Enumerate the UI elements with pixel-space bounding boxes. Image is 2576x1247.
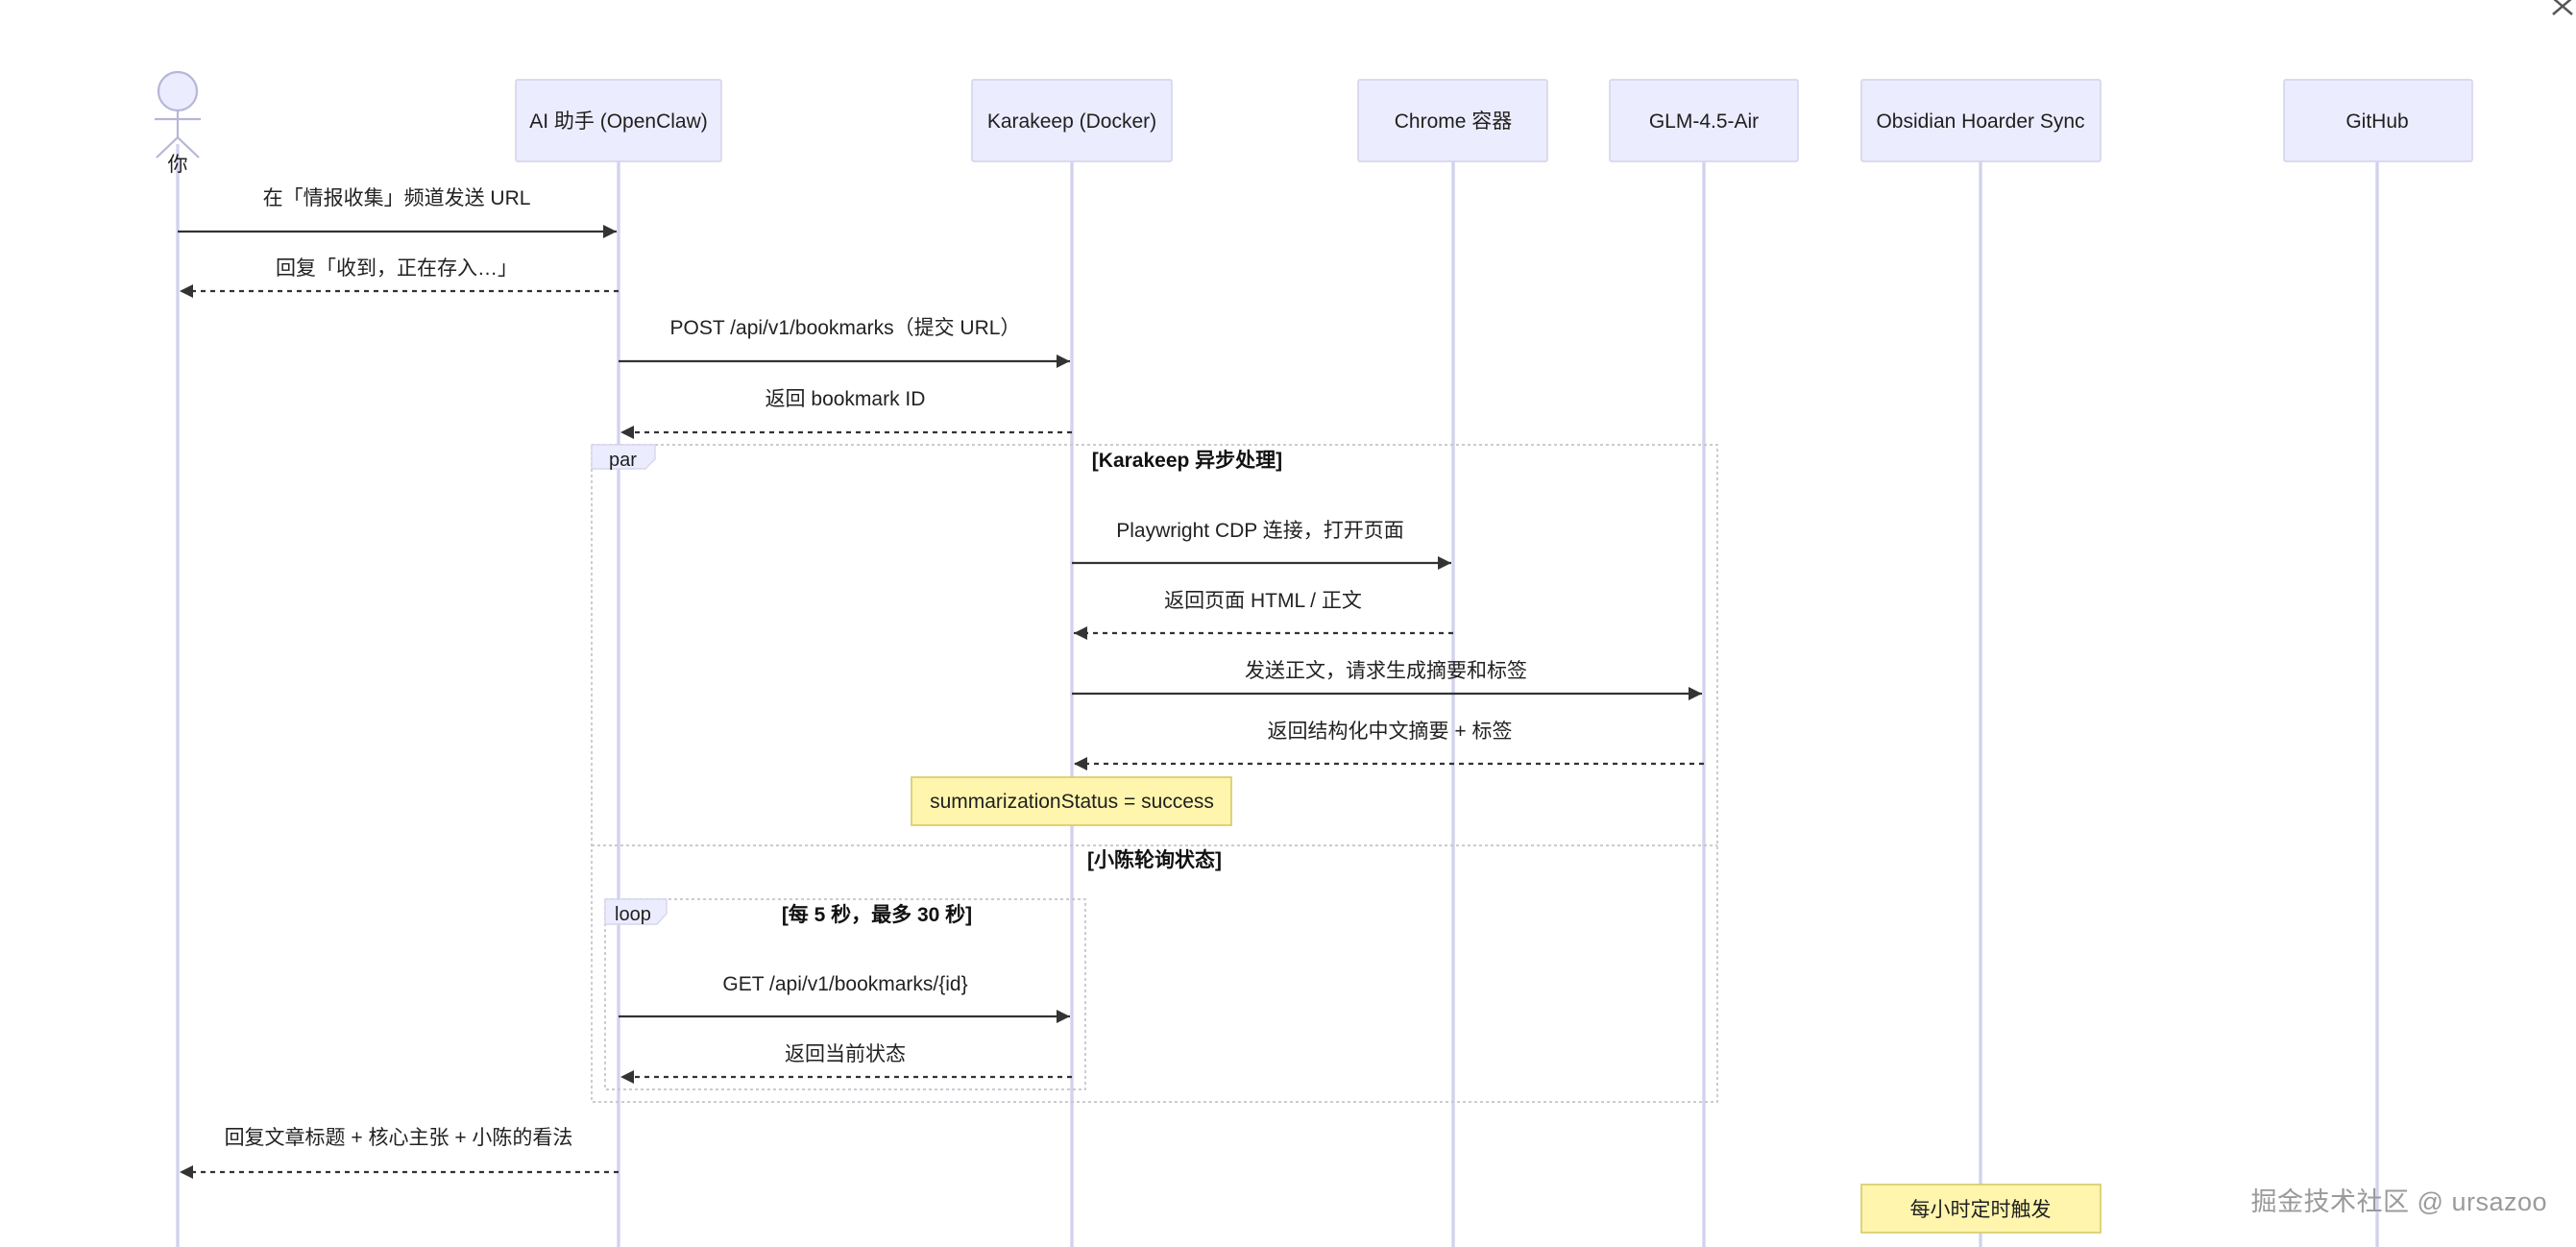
loop-frame-tag bbox=[604, 898, 668, 925]
message-7: 发送正文，请求生成摘要和标签 bbox=[1072, 660, 1702, 700]
loop-frame-tag-label: loop bbox=[615, 904, 651, 925]
message-6-label: 返回页面 HTML / 正文 bbox=[1164, 590, 1362, 612]
par-section2-condition: [小陈轮询状态] bbox=[1087, 848, 1222, 871]
participant-label-github: GitHub bbox=[2345, 110, 2408, 133]
note-box-summarization bbox=[911, 776, 1232, 826]
message-3-label: POST /api/v1/bookmarks（提交 URL） bbox=[670, 317, 1021, 339]
message-8-label: 返回结构化中文摘要 + 标签 bbox=[1268, 721, 1513, 743]
par-frame-tag bbox=[591, 444, 656, 470]
participant-label-ai: AI 助手 (OpenClaw) bbox=[529, 110, 708, 133]
watermark: 掘金技术社区 @ ursazoo bbox=[2250, 1187, 2547, 1216]
frame-loop: loop [每 5 秒，最多 30 秒] bbox=[604, 898, 1086, 1090]
actor-leg-left bbox=[156, 136, 179, 159]
notes: summarizationStatus = success 每小时定时触发 bbox=[911, 776, 2102, 1234]
participant-box-github bbox=[2283, 79, 2473, 162]
message-5: Playwright CDP 连接，打开页面 bbox=[1072, 520, 1451, 570]
participant-box-obsidian bbox=[1860, 79, 2102, 162]
participant-box-karakeep bbox=[971, 79, 1173, 162]
par-section1-condition: [Karakeep 异步处理] bbox=[1092, 449, 1282, 472]
message-9: GET /api/v1/bookmarks/{id} bbox=[619, 973, 1070, 1023]
participant-box-ai bbox=[515, 79, 722, 162]
message-2-label: 回复「收到，正在存入…」 bbox=[276, 257, 518, 280]
participants: 你 AI 助手 (OpenClaw) Karakeep (Docker) Chr… bbox=[155, 70, 2473, 176]
participant-label-karakeep: Karakeep (Docker) bbox=[987, 110, 1156, 133]
message-10: 返回当前状态 bbox=[620, 1043, 1072, 1084]
par-frame-border bbox=[591, 444, 1718, 1103]
par-frame-tag-label: par bbox=[609, 450, 637, 471]
message-8: 返回结构化中文摘要 + 标签 bbox=[1074, 721, 1704, 770]
note-box-hourly bbox=[1860, 1184, 2102, 1234]
actor-leg-right bbox=[177, 136, 200, 159]
note-text-summarization: summarizationStatus = success bbox=[930, 791, 1214, 813]
participant-ai: AI 助手 (OpenClaw) bbox=[515, 79, 722, 162]
participant-box-glm bbox=[1609, 79, 1799, 162]
actor-head-icon bbox=[157, 70, 199, 112]
participant-label-obsidian: Obsidian Hoarder Sync bbox=[1876, 110, 2084, 133]
message-9-label: GET /api/v1/bookmarks/{id} bbox=[722, 973, 967, 995]
note-text-hourly: 每小时定时触发 bbox=[1910, 1199, 2052, 1221]
message-1: 在「情报收集」频道发送 URL bbox=[178, 187, 617, 238]
participant-label-glm: GLM-4.5-Air bbox=[1649, 110, 1759, 133]
participant-obsidian: Obsidian Hoarder Sync bbox=[1860, 79, 2102, 162]
participant-glm: GLM-4.5-Air bbox=[1609, 79, 1799, 162]
participant-chrome: Chrome 容器 bbox=[1357, 79, 1548, 162]
loop-condition: [每 5 秒，最多 30 秒] bbox=[782, 903, 972, 926]
participant-label-chrome: Chrome 容器 bbox=[1395, 110, 1513, 133]
message-10-label: 返回当前状态 bbox=[785, 1043, 906, 1065]
actor-you: 你 bbox=[155, 70, 201, 176]
participant-karakeep: Karakeep (Docker) bbox=[971, 79, 1173, 162]
note-hourly-trigger: 每小时定时触发 bbox=[1860, 1184, 2102, 1234]
message-6: 返回页面 HTML / 正文 bbox=[1074, 590, 1453, 640]
close-icon[interactable] bbox=[2543, 0, 2576, 21]
loop-frame-border bbox=[604, 898, 1086, 1090]
message-1-label: 在「情报收集」频道发送 URL bbox=[263, 187, 531, 209]
participant-label-you: 你 bbox=[168, 154, 188, 176]
message-11-label: 回复文章标题 + 核心主张 + 小陈的看法 bbox=[225, 1127, 573, 1149]
message-5-label: Playwright CDP 连接，打开页面 bbox=[1116, 520, 1404, 542]
message-2: 回复「收到，正在存入…」 bbox=[180, 257, 619, 298]
message-7-label: 发送正文，请求生成摘要和标签 bbox=[1245, 660, 1527, 682]
participant-github: GitHub bbox=[2283, 79, 2473, 162]
message-4-label: 返回 bookmark ID bbox=[766, 388, 926, 410]
participant-box-chrome bbox=[1357, 79, 1548, 162]
note-summarization-status: summarizationStatus = success bbox=[911, 776, 1232, 826]
lifelines bbox=[176, 144, 2379, 1247]
frame-par: par [Karakeep 异步处理] [小陈轮询状态] bbox=[591, 444, 1718, 1103]
message-4: 返回 bookmark ID bbox=[620, 388, 1072, 439]
message-3: POST /api/v1/bookmarks（提交 URL） bbox=[619, 317, 1070, 368]
message-11: 回复文章标题 + 核心主张 + 小陈的看法 bbox=[180, 1127, 619, 1179]
messages: 在「情报收集」频道发送 URL 回复「收到，正在存入…」 POST /api/v… bbox=[178, 187, 1704, 1179]
